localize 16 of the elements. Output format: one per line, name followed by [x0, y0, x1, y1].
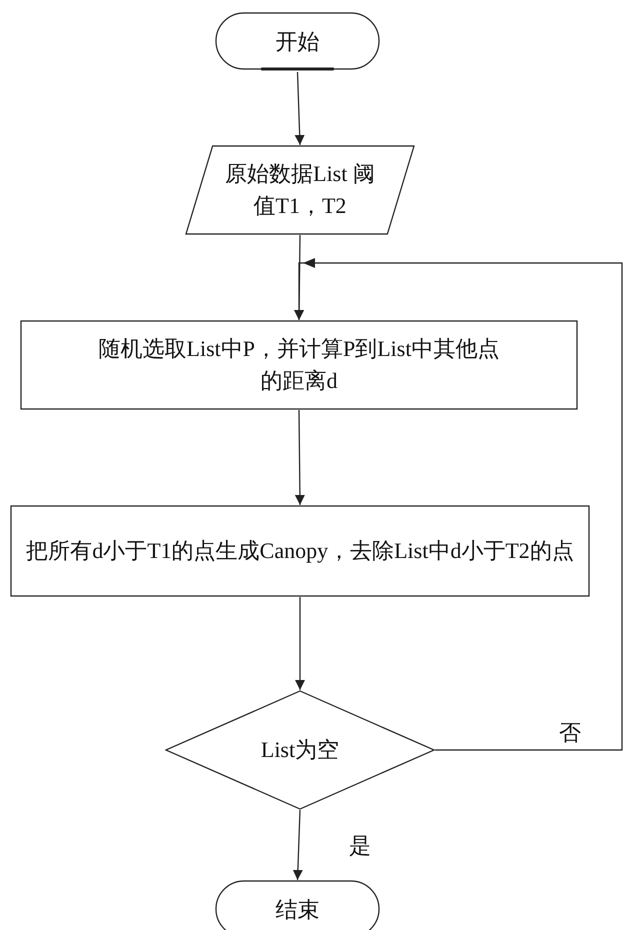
terminal-pill	[215, 880, 380, 930]
input-parallelogram	[185, 145, 415, 235]
node-label: 结束	[276, 896, 320, 924]
node-label: 随机选取List中P，并计算P到List中其他点的距离d	[98, 335, 500, 395]
process-box	[10, 505, 590, 597]
decision-diamond	[165, 690, 435, 810]
node-label: 把所有d小于T1的点生成Canopy，去除List中d小于T2的点	[26, 537, 574, 566]
node-label: 原始数据List 阈值T1，T2	[224, 160, 376, 220]
node-label: List为空	[260, 736, 340, 764]
arrow	[295, 597, 305, 690]
arrow	[294, 410, 305, 505]
arrow	[292, 810, 303, 880]
arrow	[294, 72, 305, 146]
process-box	[20, 320, 578, 410]
arrow	[294, 258, 623, 751]
node-label: 开始	[276, 28, 320, 56]
